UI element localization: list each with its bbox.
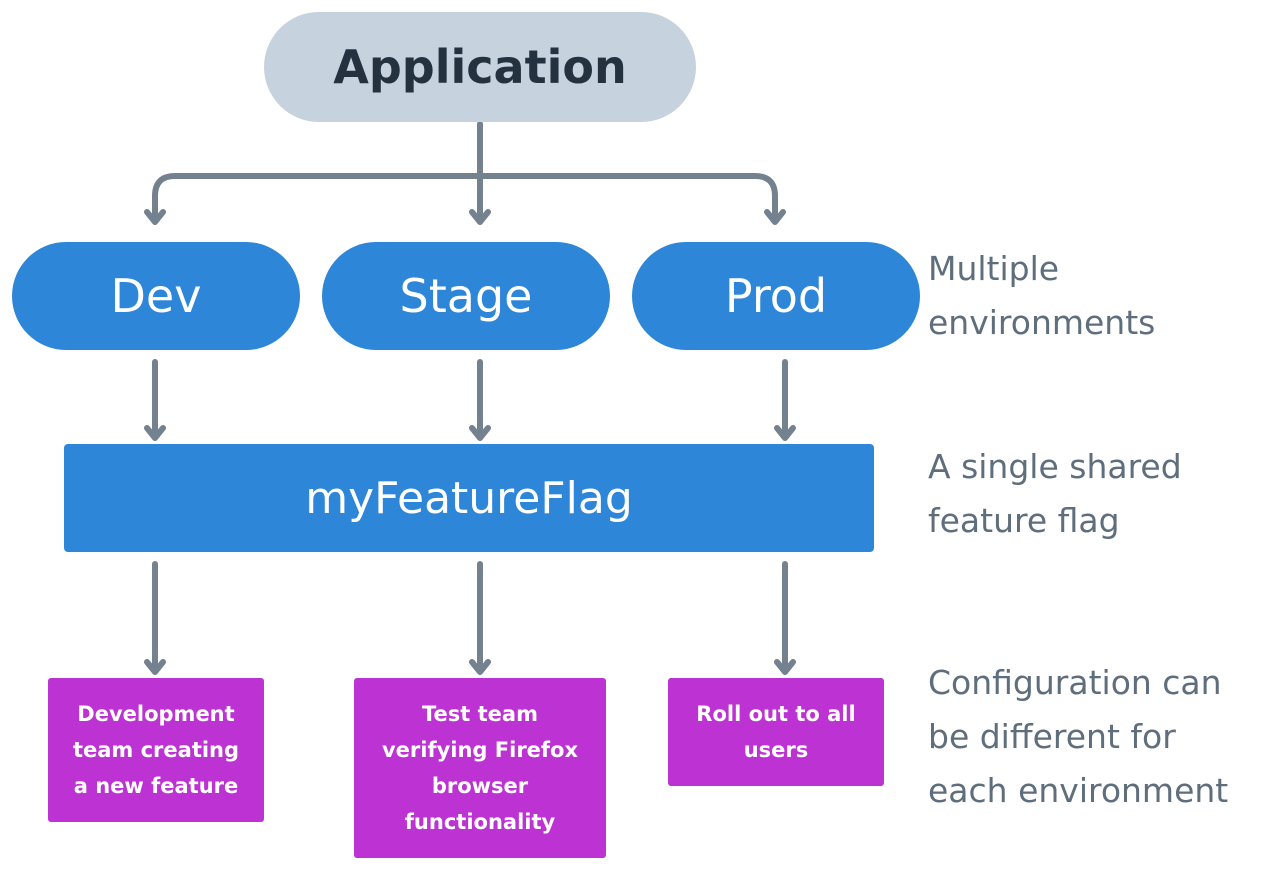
arrowhead-stage-flag	[469, 425, 491, 441]
arrow-app-to-dev	[152, 173, 483, 219]
arrowhead-dev-config	[144, 659, 166, 675]
feature-flag-label: myFeatureFlag	[305, 472, 633, 524]
application-node: Application	[264, 12, 696, 122]
annotation-environments: Multiple environments	[928, 249, 1156, 342]
environment-label-prod: Prod	[724, 269, 828, 323]
arrow-app-to-prod	[477, 173, 778, 219]
environment-node-stage: Stage	[322, 242, 610, 350]
environment-node-dev: Dev	[12, 242, 300, 350]
arrowhead-prod-env	[764, 209, 786, 225]
configuration-text-stage: Test team verifying Firefox browser func…	[381, 702, 579, 834]
arrowhead-prod-flag	[774, 425, 796, 441]
configuration-node-prod: Roll out to all users	[668, 678, 884, 786]
feature-flag-node: myFeatureFlag	[64, 444, 874, 552]
arrowhead-stage-config	[469, 659, 491, 675]
configuration-text-prod: Roll out to all users	[696, 702, 856, 762]
arrowhead-stage-env	[469, 209, 491, 225]
annotation-configuration: Configuration can be different for each …	[928, 663, 1229, 810]
environment-node-prod: Prod	[632, 242, 920, 350]
configuration-text-dev: Development team creating a new feature	[72, 702, 240, 798]
arrowhead-prod-config	[774, 659, 796, 675]
configuration-node-stage: Test team verifying Firefox browser func…	[354, 678, 606, 858]
application-label: Application	[333, 40, 627, 94]
annotation-feature-flag: A single shared feature flag	[928, 447, 1182, 540]
arrowhead-dev-env	[144, 209, 166, 225]
arrowhead-dev-flag	[144, 425, 166, 441]
environment-label-dev: Dev	[110, 269, 202, 323]
configuration-node-dev: Development team creating a new feature	[48, 678, 264, 822]
environment-label-stage: Stage	[399, 269, 533, 323]
